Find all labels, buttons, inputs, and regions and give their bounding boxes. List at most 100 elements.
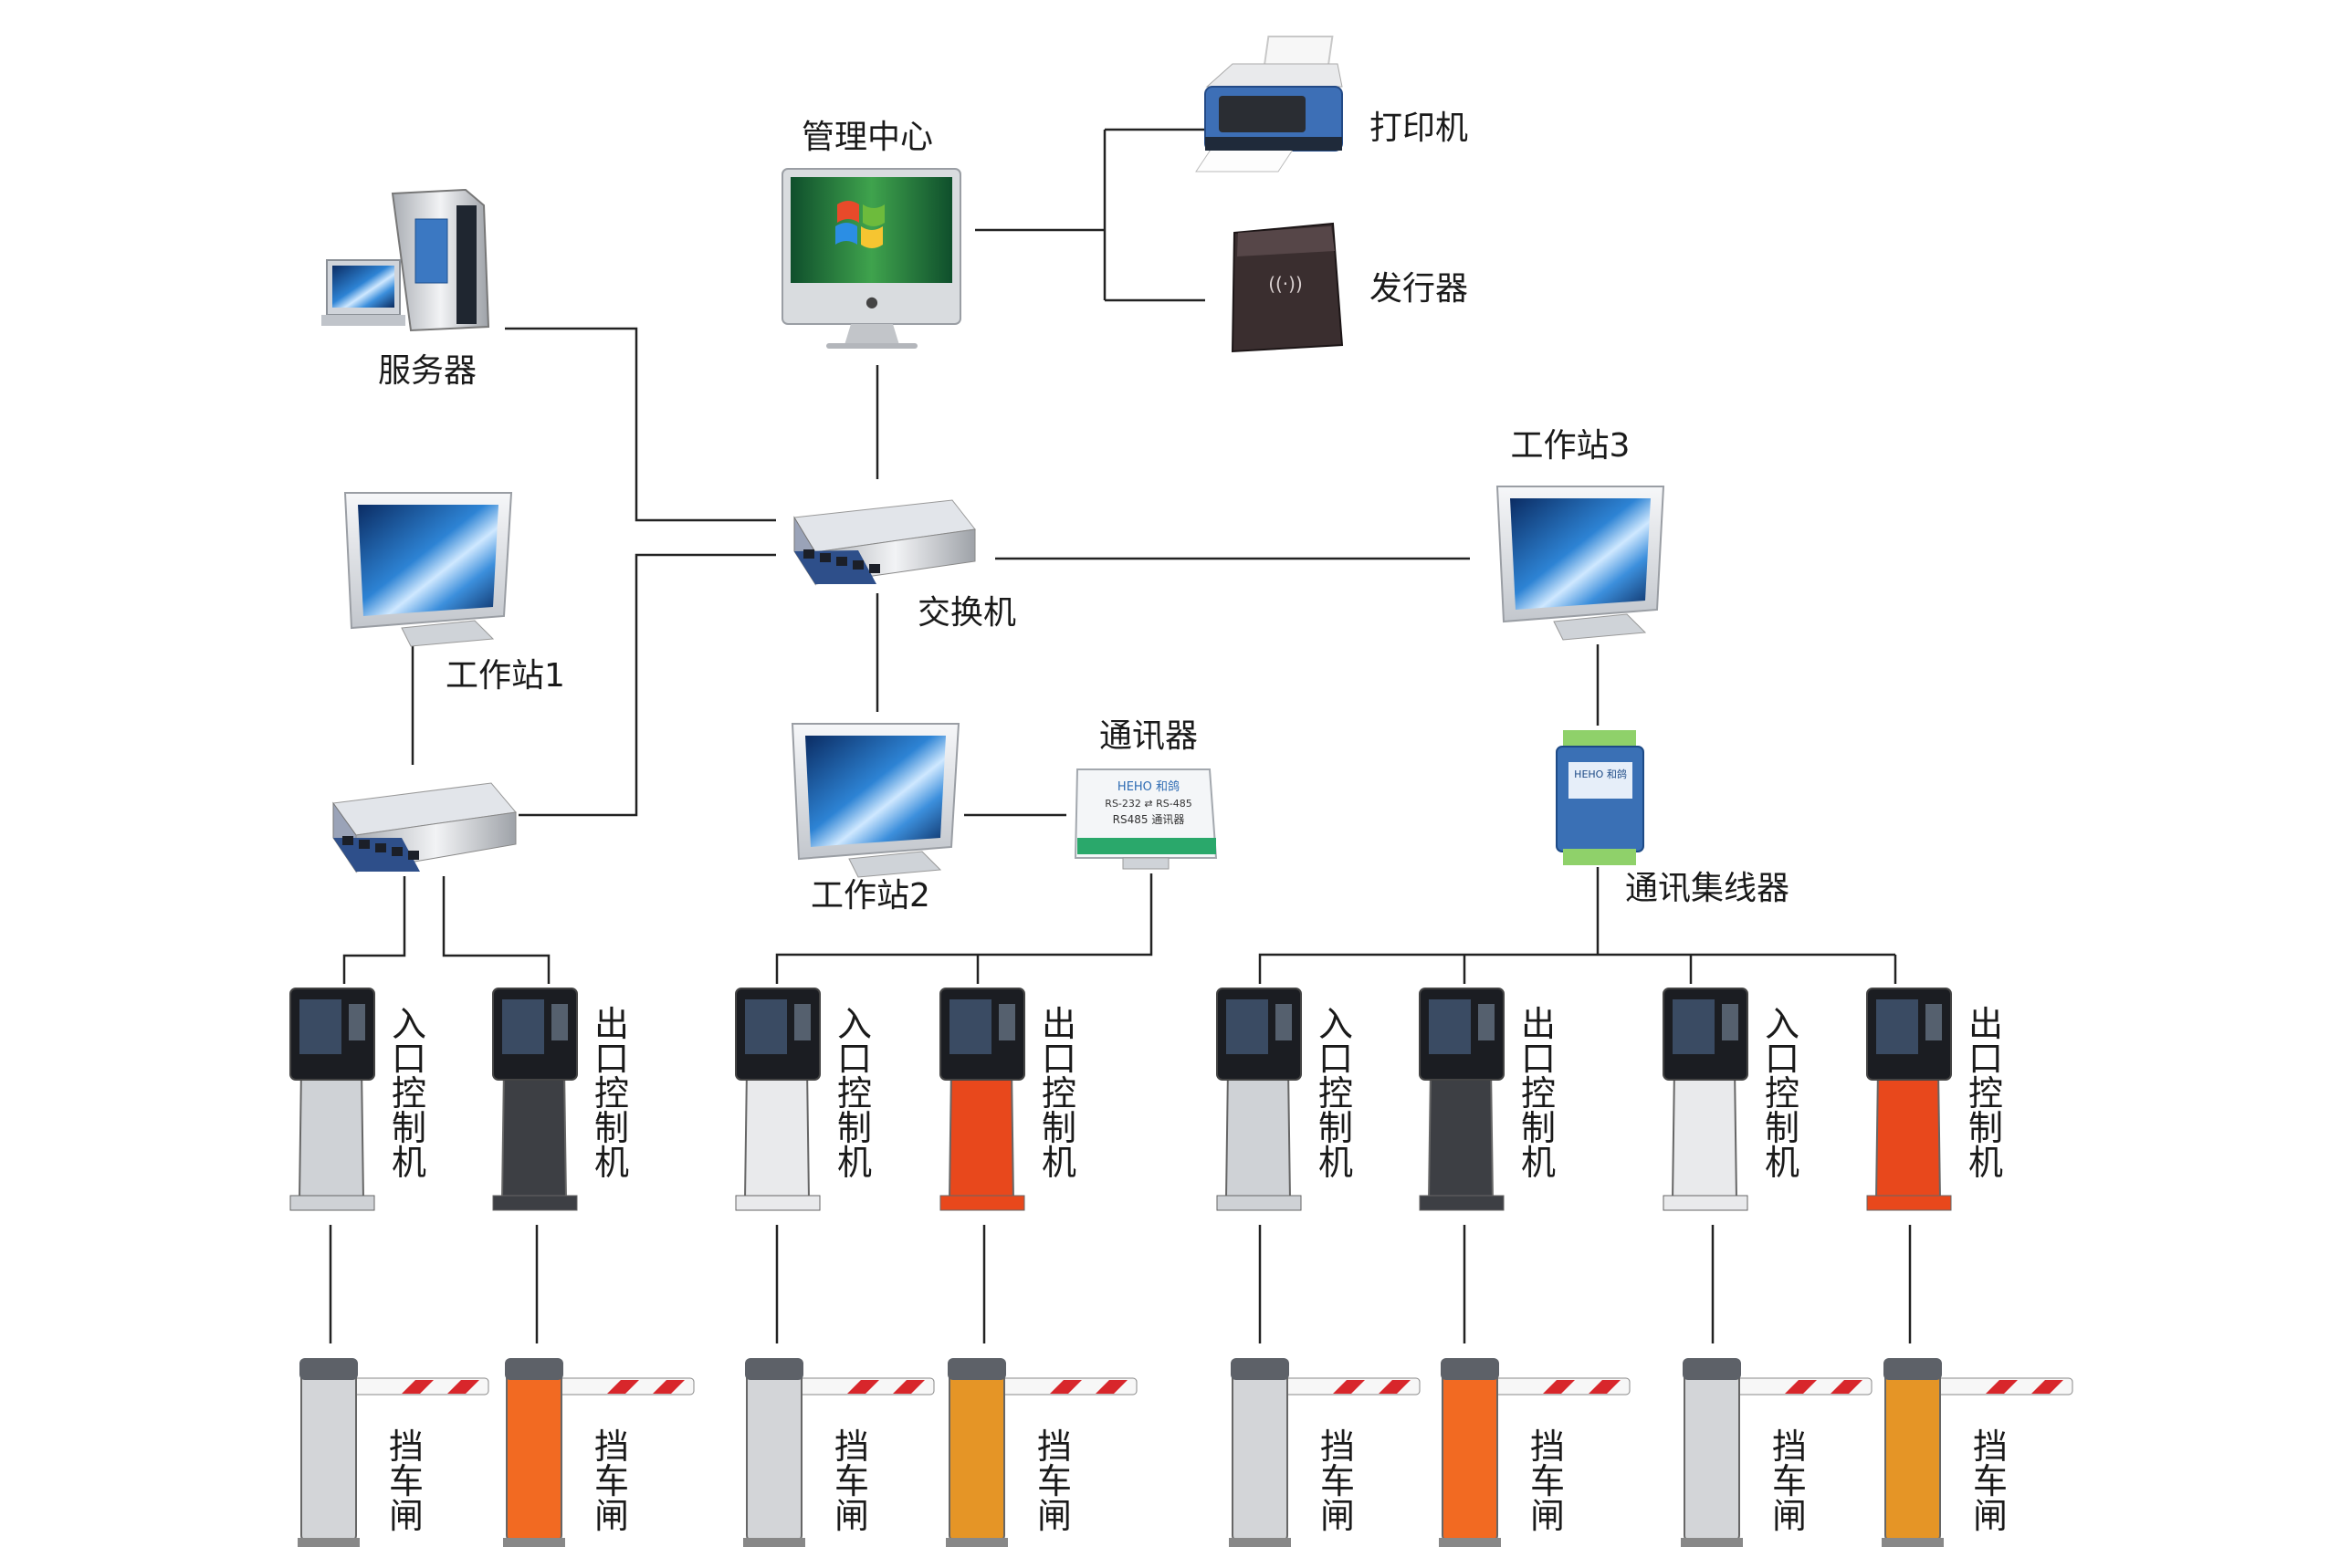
workstation1-label: 工作站1 [446, 657, 565, 695]
barrier-label: 挡车闸 [834, 1427, 869, 1536]
terminal-base [1663, 1195, 1748, 1211]
hub-label: 通讯集线器 [1625, 870, 1789, 907]
management-center-computer: ● [782, 168, 961, 349]
terminal-display [1226, 999, 1268, 1054]
terminal-label: 出口控制机 [1042, 1004, 1076, 1183]
connection-lines [329, 128, 1912, 1343]
barrier-base [1681, 1538, 1743, 1547]
barrier-gate-8: 挡车闸 [1882, 1358, 2073, 1547]
communicator-label: 通讯器 [1099, 717, 1198, 755]
barrier-gate-7: 挡车闸 [1681, 1358, 1873, 1547]
ticket-slot-icon [1478, 1004, 1495, 1040]
terminal-display [745, 999, 787, 1054]
boom-stripe [1543, 1380, 1575, 1394]
boom-stripe [1333, 1380, 1365, 1394]
terminal-display [299, 999, 341, 1054]
terminal-2: 出口控制机 [492, 988, 629, 1211]
terminal-7: 入口控制机 [1663, 988, 1799, 1211]
terminal-base [939, 1195, 1025, 1211]
ticket-slot-icon [794, 1004, 811, 1040]
barrier-base [503, 1538, 565, 1547]
terminal-body [1874, 1067, 1942, 1201]
barrier-gate-5: 挡车闸 [1229, 1358, 1421, 1547]
terminal-4: 出口控制机 [939, 988, 1076, 1211]
terminal-body [1224, 1067, 1292, 1201]
management-center-label: 管理中心 [802, 119, 933, 156]
ticket-slot-icon [1722, 1004, 1738, 1040]
terminal-3: 入口控制机 [735, 988, 872, 1211]
printer-label: 打印机 [1369, 110, 1468, 147]
terminal-body [298, 1067, 365, 1201]
barrier-base [946, 1538, 1008, 1547]
barrier-housing [506, 1368, 562, 1543]
ticket-slot-icon [1275, 1004, 1292, 1040]
barrier-base [1882, 1538, 1944, 1547]
terminal-display [502, 999, 544, 1054]
terminal-1: 入口控制机 [289, 988, 426, 1211]
boom-stripe [893, 1380, 925, 1394]
barrier-cap [1441, 1358, 1499, 1380]
terminal-body [1427, 1067, 1495, 1201]
card-issuer-icon: ((·)) [1231, 222, 1344, 353]
communicator-model: RS-232 ⇄ RS-485 [1105, 798, 1191, 810]
terminal-layer: 入口控制机 出口控制机 入口控制机 出口控制机 入口控制机 出口控制机 入口控制机 出口控制机 [289, 988, 2003, 1211]
terminal-5: 入口控制机 [1216, 988, 1353, 1211]
barrier-base [298, 1538, 360, 1547]
rs485-communicator: HEHO 和鸽 RS-232 ⇄ RS-485 RS485 通讯器 [1074, 768, 1218, 870]
boom-stripe [1379, 1380, 1411, 1394]
switch-label: 交换机 [918, 594, 1016, 632]
terminal-body [1671, 1067, 1738, 1201]
ticket-slot-icon [349, 1004, 365, 1040]
windows-logo-icon [835, 201, 885, 248]
barrier-housing [746, 1368, 803, 1543]
barrier-label: 挡车闸 [389, 1427, 424, 1536]
terminal-base [492, 1195, 578, 1211]
barrier-housing [300, 1368, 357, 1543]
barrier-label: 挡车闸 [1037, 1427, 1072, 1536]
issuer-label: 发行器 [1369, 270, 1468, 308]
barrier-housing [1684, 1368, 1740, 1543]
barrier-label: 挡车闸 [1320, 1427, 1355, 1536]
boom-stripe [402, 1380, 434, 1394]
rfid-symbol: ((·)) [1268, 273, 1303, 295]
terminal-8: 出口控制机 [1866, 988, 2003, 1211]
barrier-label: 挡车闸 [1973, 1427, 2008, 1536]
boom-stripe [1986, 1380, 2018, 1394]
terminal-base [735, 1195, 821, 1211]
workstation1-monitor [343, 492, 513, 647]
terminal-label: 出口控制机 [1968, 1004, 2003, 1183]
hub-brand: HEHO 和鸽 [1574, 768, 1627, 780]
boom-stripe [1785, 1380, 1817, 1394]
terminal-label: 入口控制机 [392, 1004, 426, 1183]
barrier-gate-1: 挡车闸 [298, 1358, 489, 1547]
barrier-cap [1683, 1358, 1741, 1380]
boom-stripe [1831, 1380, 1862, 1394]
secondary-network-switch [332, 782, 517, 873]
communicator-brand: HEHO 和鸽 [1117, 779, 1180, 794]
terminal-label: 入口控制机 [1318, 1004, 1353, 1183]
workstation3-label: 工作站3 [1511, 427, 1631, 465]
barrier-cap [505, 1358, 563, 1380]
boom-stripe [607, 1380, 639, 1394]
terminal-body [500, 1067, 568, 1201]
printer-icon [1195, 36, 1343, 172]
terminal-label: 出口控制机 [1521, 1004, 1556, 1183]
terminal-6: 出口控制机 [1419, 988, 1556, 1211]
ticket-slot-icon [551, 1004, 568, 1040]
terminal-display [1429, 999, 1471, 1054]
barrier-base [743, 1538, 805, 1547]
boom-stripe [1096, 1380, 1128, 1394]
terminal-base [1866, 1195, 1952, 1211]
terminal-label: 入口控制机 [837, 1004, 872, 1183]
barrier-gate-2: 挡车闸 [503, 1358, 695, 1547]
communication-hub: HEHO 和鸽 [1556, 730, 1644, 865]
barrier-cap [1883, 1358, 1942, 1380]
barrier-cap [1231, 1358, 1289, 1380]
terminal-base [1419, 1195, 1505, 1211]
terminal-display [1673, 999, 1715, 1054]
boom-stripe [1589, 1380, 1621, 1394]
boom-stripe [653, 1380, 685, 1394]
barrier-base [1229, 1538, 1291, 1547]
terminal-body [743, 1067, 811, 1201]
